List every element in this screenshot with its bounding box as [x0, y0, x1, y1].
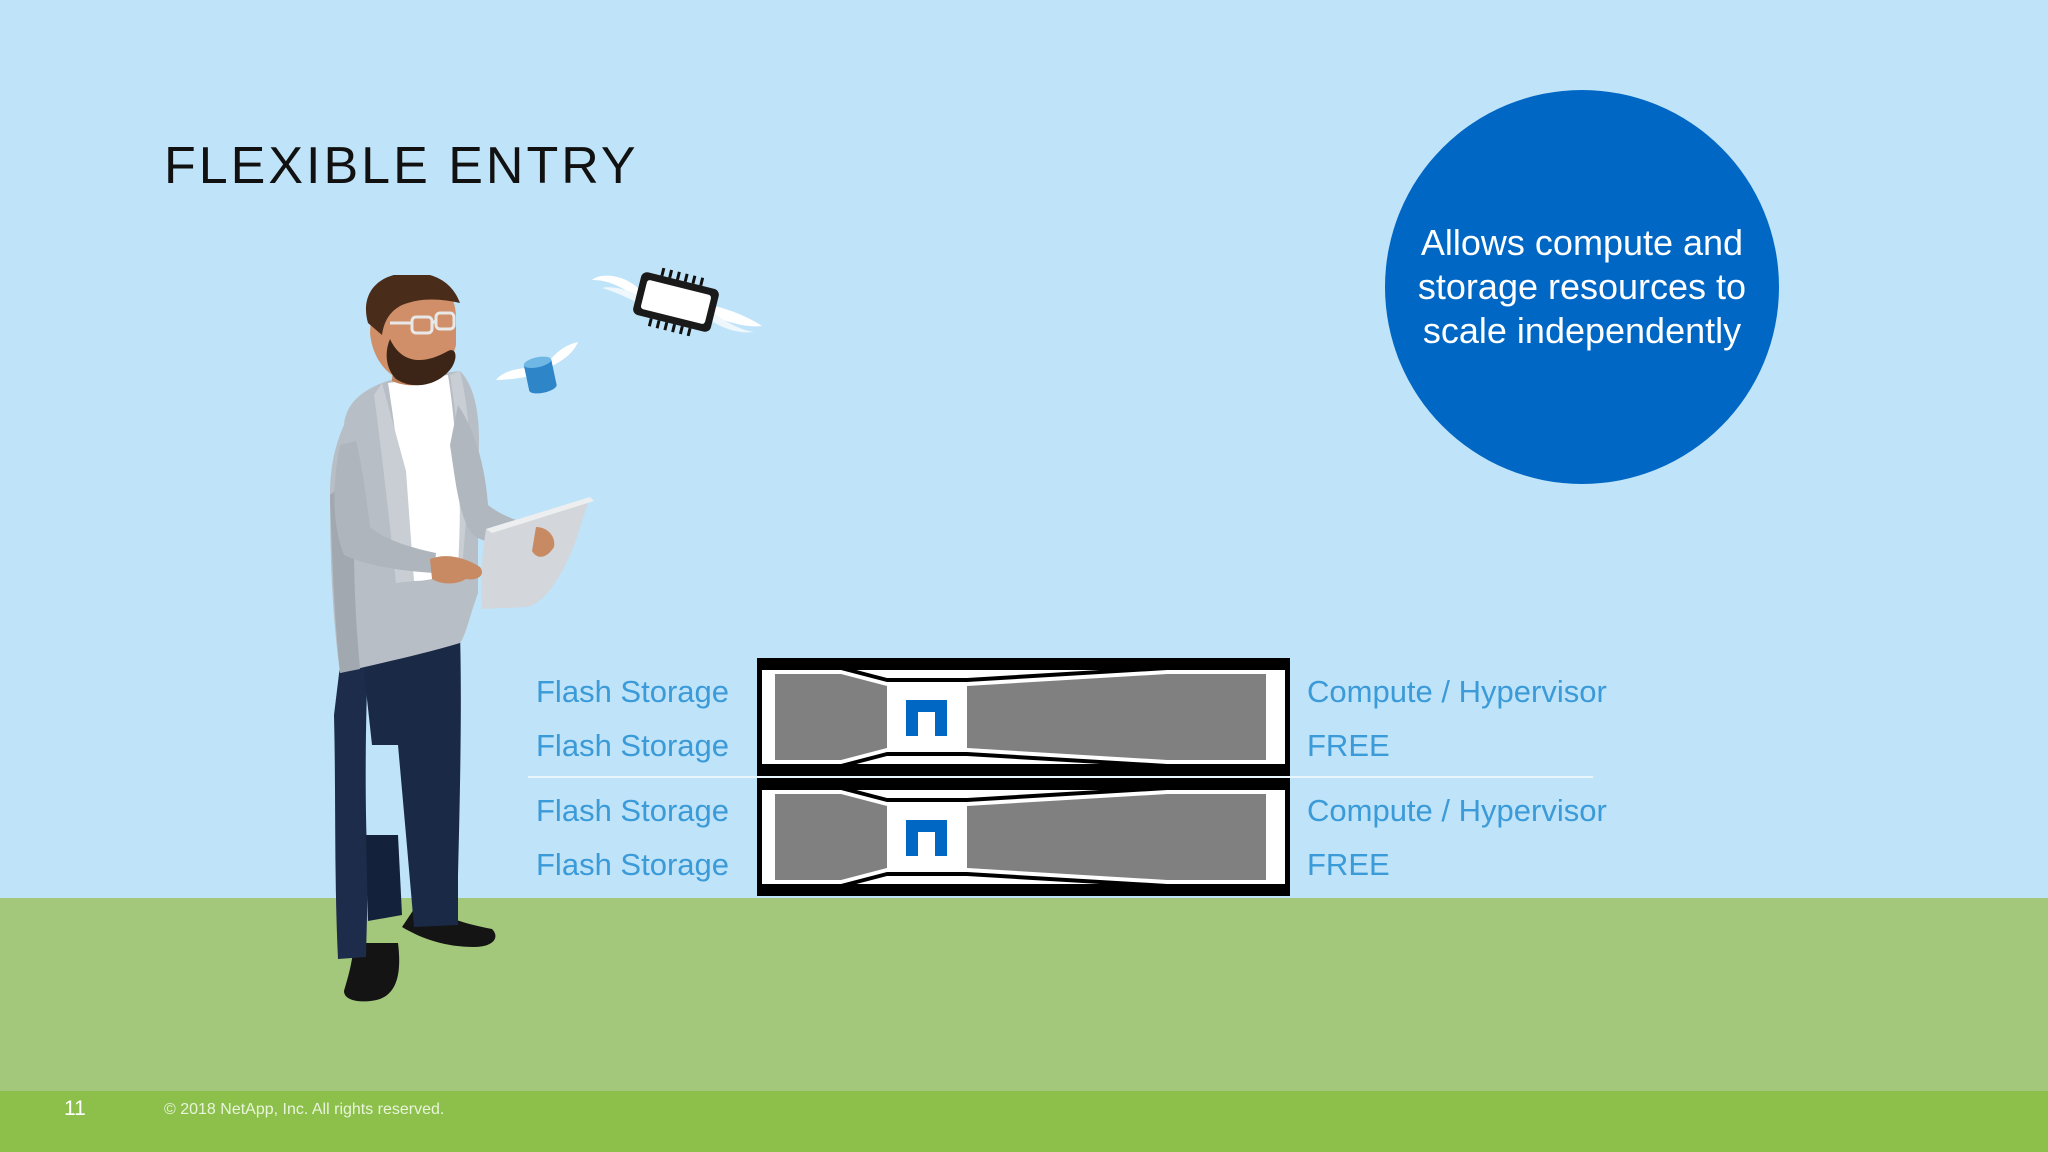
callout-text: Allows compute and storage resources to …	[1417, 222, 1747, 351]
slide-title: FLEXIBLE ENTRY	[164, 137, 639, 195]
chassis-unit-1	[757, 658, 1290, 776]
flying-chip-icon	[592, 267, 762, 337]
chassis-1-right-label-2: FREE	[1307, 728, 1390, 763]
flying-cylinder-icon	[496, 342, 578, 394]
copyright-notice: © 2018 NetApp, Inc. All rights reserved.	[164, 1101, 445, 1118]
chassis-1-right-label-1: Compute / Hypervisor	[1307, 674, 1607, 709]
chassis-1-left-label-1: Flash Storage	[536, 674, 729, 709]
person-illustration	[330, 275, 594, 1002]
chassis-2-right-label-2: FREE	[1307, 847, 1390, 882]
footer-bar	[0, 1091, 2048, 1152]
chassis-unit-2	[757, 778, 1290, 896]
netapp-logo-icon	[906, 820, 947, 856]
netapp-logo-icon	[906, 700, 947, 736]
page-number: 11	[64, 1097, 86, 1120]
chassis-divider	[528, 776, 1593, 778]
callout-circle: Allows compute and storage resources to …	[1385, 90, 1779, 484]
chassis-2-right-label-1: Compute / Hypervisor	[1307, 793, 1607, 828]
chassis-1-left-label-2: Flash Storage	[536, 728, 729, 763]
chassis-2-left-label-1: Flash Storage	[536, 793, 729, 828]
chassis-2-left-label-2: Flash Storage	[536, 847, 729, 882]
grass-ground	[0, 898, 2048, 1091]
